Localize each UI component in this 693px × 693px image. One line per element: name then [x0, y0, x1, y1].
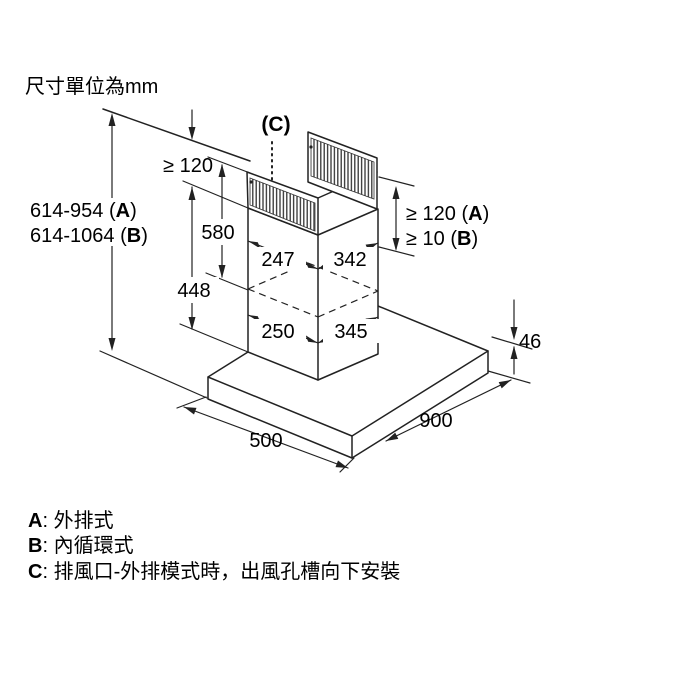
labels: 尺寸單位為mm (C) 614-954 (A) 614-1064 (B) ≥ 1… — [25, 75, 541, 452]
legend: A: 外排式 B: 內循環式 C: 排風口-外排模式時，出風孔槽向下安裝 — [28, 509, 400, 583]
total-height-b-label: 614-1064 (B) — [30, 225, 148, 247]
right-clearance-a-label: ≥ 120 (A) — [406, 203, 489, 225]
ceiling-reference-line — [102, 108, 251, 162]
chimney-lower-bg — [169, 277, 219, 303]
c-marker-label: (C) — [261, 113, 290, 136]
hood-bottom-extension — [99, 350, 208, 399]
duct-top-width-bg — [323, 247, 377, 271]
duct-top-width-label: 342 — [333, 249, 366, 271]
depth-left-extension — [176, 396, 207, 409]
duct-bottom-depth-bg — [250, 319, 306, 343]
legend-item-b: B: 內循環式 — [28, 534, 134, 557]
unit-note: 尺寸單位為mm — [25, 75, 158, 98]
right-upper-reference-tick — [378, 176, 415, 187]
duct-bottom-width-label: 345 — [334, 321, 367, 343]
panel-rivet-left — [249, 180, 253, 184]
inner-chimney-top-extension — [207, 156, 251, 174]
body-height-lower-extension — [487, 370, 531, 384]
height-label-bg — [26, 198, 184, 246]
hood-top-back-right-edge — [377, 305, 489, 352]
depth-right-extension — [339, 457, 355, 473]
body-height-label: 46 — [519, 331, 541, 353]
duct-top-depth-bg — [250, 247, 306, 271]
outer-chimney-top-extension — [182, 180, 249, 209]
body-depth-dim-line — [183, 406, 349, 469]
right-clearance-b-label: ≥ 10 (B) — [406, 228, 478, 250]
reference-lines — [99, 108, 533, 473]
joint-level-extension — [205, 272, 249, 291]
inner-chimney-section — [246, 131, 378, 236]
vent-slots-left — [249, 177, 316, 232]
hood-top-back-left-edge — [207, 351, 249, 378]
legend-item-c: C: 排風口-外排模式時，出風孔槽向下安裝 — [28, 560, 400, 583]
joint-dashed-right — [317, 290, 379, 318]
body-depth-label: 500 — [249, 430, 282, 452]
duct-top-depth-label: 247 — [261, 249, 294, 271]
chimney-upper-bg — [195, 219, 241, 245]
panel-rivet-right — [309, 145, 313, 149]
hood-body — [207, 305, 489, 459]
body-width-label: 900 — [419, 410, 452, 432]
body-width-dim-line — [385, 379, 512, 442]
joint-dashed-left — [247, 288, 319, 318]
body-height-upper-extension — [491, 336, 533, 350]
right-lower-reference-tick — [378, 246, 415, 257]
chimney-bottom-extension — [179, 323, 249, 353]
ceiling-clearance-label: ≥ 120 — [163, 155, 213, 177]
chimney-upper-label: 580 — [201, 222, 234, 244]
legend-item-a: A: 外排式 — [28, 509, 114, 532]
duct-bottom-width-bg — [323, 319, 379, 343]
chimney-lower-label: 448 — [177, 280, 210, 302]
vent-slots-right — [310, 137, 375, 200]
duct-bottom-depth-label: 250 — [261, 321, 294, 343]
total-height-a-label: 614-954 (A) — [30, 200, 137, 222]
